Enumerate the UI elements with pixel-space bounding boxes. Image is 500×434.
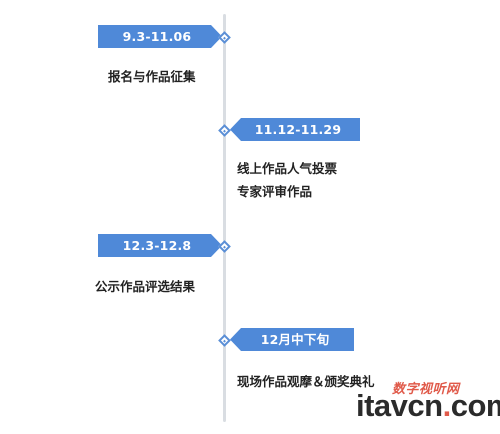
stage-2-date-tag: 11.12-11.29 bbox=[230, 118, 360, 141]
watermark-logo: itavcn.com bbox=[356, 388, 500, 424]
stage-1-node bbox=[218, 31, 231, 44]
watermark-en-dot: . bbox=[442, 388, 452, 423]
watermark-en-suffix: com bbox=[450, 388, 500, 423]
stage-4-node bbox=[218, 334, 231, 347]
stage-1-label: 报名与作品征集 bbox=[108, 69, 196, 84]
stage-2-label-line-2: 专家评审作品 bbox=[237, 184, 313, 199]
stage-3-date-tag: 12.3-12.8 bbox=[98, 234, 222, 257]
stage-2-node bbox=[218, 124, 231, 137]
stage-2-label-line-1: 线上作品人气投票 bbox=[237, 161, 338, 176]
stage-3-node bbox=[218, 240, 231, 253]
stage-4-date-tag: 12月中下旬 bbox=[230, 328, 354, 351]
stage-4-label: 现场作品观摩＆颁奖典礼 bbox=[237, 374, 375, 389]
stage-1-date-tag: 9.3-11.06 bbox=[98, 25, 222, 48]
stage-3-label: 公示作品评选结果 bbox=[95, 279, 196, 294]
watermark-cn: 数字视听网 bbox=[392, 382, 460, 397]
timeline-axis bbox=[223, 14, 226, 422]
watermark-en-prefix: itavcn bbox=[356, 388, 443, 423]
